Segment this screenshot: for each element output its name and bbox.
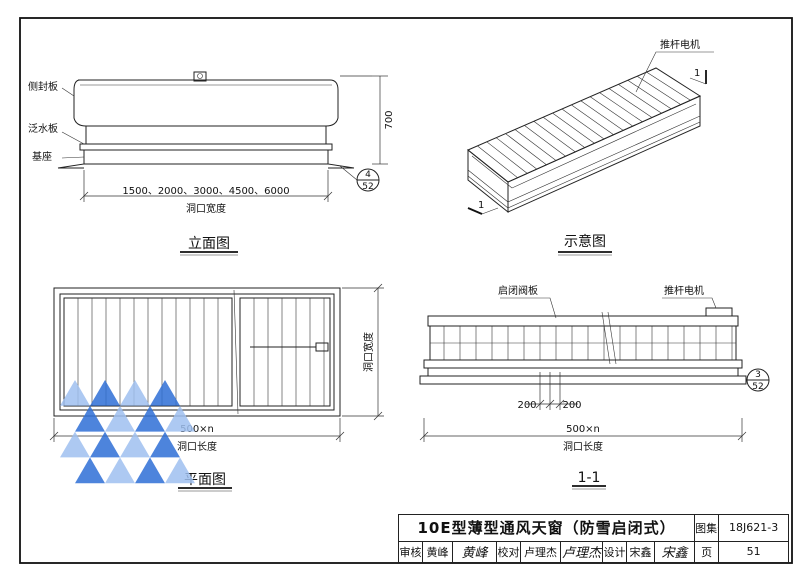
reviewer-signature: 黄峰 <box>452 540 497 564</box>
elevation-ref-num: 4 <box>365 170 371 180</box>
page-label: 页 <box>694 540 720 564</box>
watermark-triangle <box>105 457 135 484</box>
schematic-panel-rib <box>543 116 585 148</box>
plan-length-label: 洞口长度 <box>177 440 217 453</box>
title-block: 10E型薄型通风天窗（防雪启闭式） 图集号 18J621-3 审核 黄峰 黄峰 … <box>397 514 790 564</box>
schematic-panel-rib <box>561 108 605 140</box>
watermark-triangle <box>60 431 90 458</box>
watermark-triangle <box>60 380 90 406</box>
elevation-label-side-panel: 侧封板 <box>28 80 58 93</box>
schematic-panel-rib <box>599 92 643 123</box>
schematic-panel-rib <box>627 80 672 110</box>
schematic-caption: 示意图 <box>564 233 606 250</box>
review-label: 审核 <box>398 540 423 564</box>
schematic-panel-rib <box>608 88 653 118</box>
atlas-number: 18J621-3 <box>718 514 790 542</box>
section-length-dim: 500×n <box>566 424 600 435</box>
section-ref-num: 3 <box>755 370 761 380</box>
section-label-actuator: 推杆电机 <box>664 284 704 297</box>
watermark-triangle <box>150 431 180 458</box>
elevation-width-label: 洞口宽度 <box>186 202 226 215</box>
plan-caption: 平面图 <box>184 472 226 488</box>
check-label: 校对 <box>496 540 521 564</box>
plan-view <box>49 283 384 492</box>
schematic-section-mark-top: 1 <box>694 68 700 79</box>
watermark-triangle <box>75 405 105 432</box>
designer-name: 宋鑫 <box>626 540 655 564</box>
watermark-triangle <box>165 457 195 484</box>
schematic-panel-rib <box>533 121 576 153</box>
page-number: 51 <box>718 540 790 564</box>
schematic-panel-rib <box>524 125 566 157</box>
elevation-height-dim: 700 <box>384 110 395 129</box>
watermark-triangle <box>120 431 150 458</box>
actuator-box <box>193 71 207 82</box>
elevation-view <box>57 71 388 256</box>
schematic-panel-rib <box>580 100 624 131</box>
sheet-border <box>19 17 793 564</box>
section-view <box>419 297 770 490</box>
checker-signature: 卢理杰 <box>560 540 603 564</box>
watermark-triangle <box>135 457 165 484</box>
watermark-triangle <box>90 431 120 458</box>
schematic-panel-rib <box>496 137 537 170</box>
section-caption: 1-1 <box>578 470 601 486</box>
elevation-label-base: 基座 <box>32 150 52 163</box>
atlas-label: 图集号 <box>694 514 720 542</box>
schematic-view <box>467 51 714 256</box>
elevation-caption: 立面图 <box>188 236 230 252</box>
schematic-panel-rib <box>637 75 681 105</box>
section-actuator <box>705 307 733 317</box>
elevation-width-dims: 1500、2000、3000、4500、6000 <box>122 186 289 197</box>
schematic-panel-rib <box>571 104 614 135</box>
schematic-panel-rib <box>590 96 633 127</box>
section-dim-b: 200 <box>562 400 581 411</box>
section-label-valve-plate: 启闭阀板 <box>498 284 538 297</box>
elevation-ref-page: 52 <box>362 182 373 192</box>
plan-width-label: 洞口宽度 <box>362 332 375 372</box>
watermark-triangle <box>90 380 120 406</box>
watermark-triangle <box>135 405 165 432</box>
watermark-logo <box>60 380 195 484</box>
schematic-panel-rib <box>618 84 662 114</box>
designer-signature: 宋鑫 <box>653 540 696 564</box>
watermark-triangle <box>165 405 195 432</box>
reviewer-name: 黄峰 <box>422 540 453 564</box>
schematic-panel-rib <box>514 129 557 161</box>
watermark-triangle <box>75 457 105 484</box>
section-length-label: 洞口长度 <box>563 440 603 453</box>
design-label: 设计 <box>602 540 627 564</box>
drawing-title: 10E型薄型通风天窗（防雪启闭式） <box>397 514 696 542</box>
schematic-panel-rib <box>505 133 547 166</box>
schematic-section-mark-bottom: 1 <box>478 200 484 211</box>
schematic-panel-rib <box>486 141 528 174</box>
section-dim-a: 200 <box>517 400 536 411</box>
plan-length-dim: 500×n <box>180 424 214 435</box>
watermark-triangle <box>150 380 180 406</box>
watermark-triangle <box>120 380 150 406</box>
checker-name: 卢理杰 <box>520 540 561 564</box>
elevation-label-flashing: 泛水板 <box>28 122 58 135</box>
section-ref-page: 52 <box>752 382 763 392</box>
schematic-panel-rib <box>552 112 595 144</box>
schematic-label-actuator: 推杆电机 <box>660 38 700 51</box>
schematic-panel-rib <box>646 71 691 101</box>
watermark-triangle <box>105 405 135 432</box>
schematic-panel-rib <box>477 145 518 178</box>
